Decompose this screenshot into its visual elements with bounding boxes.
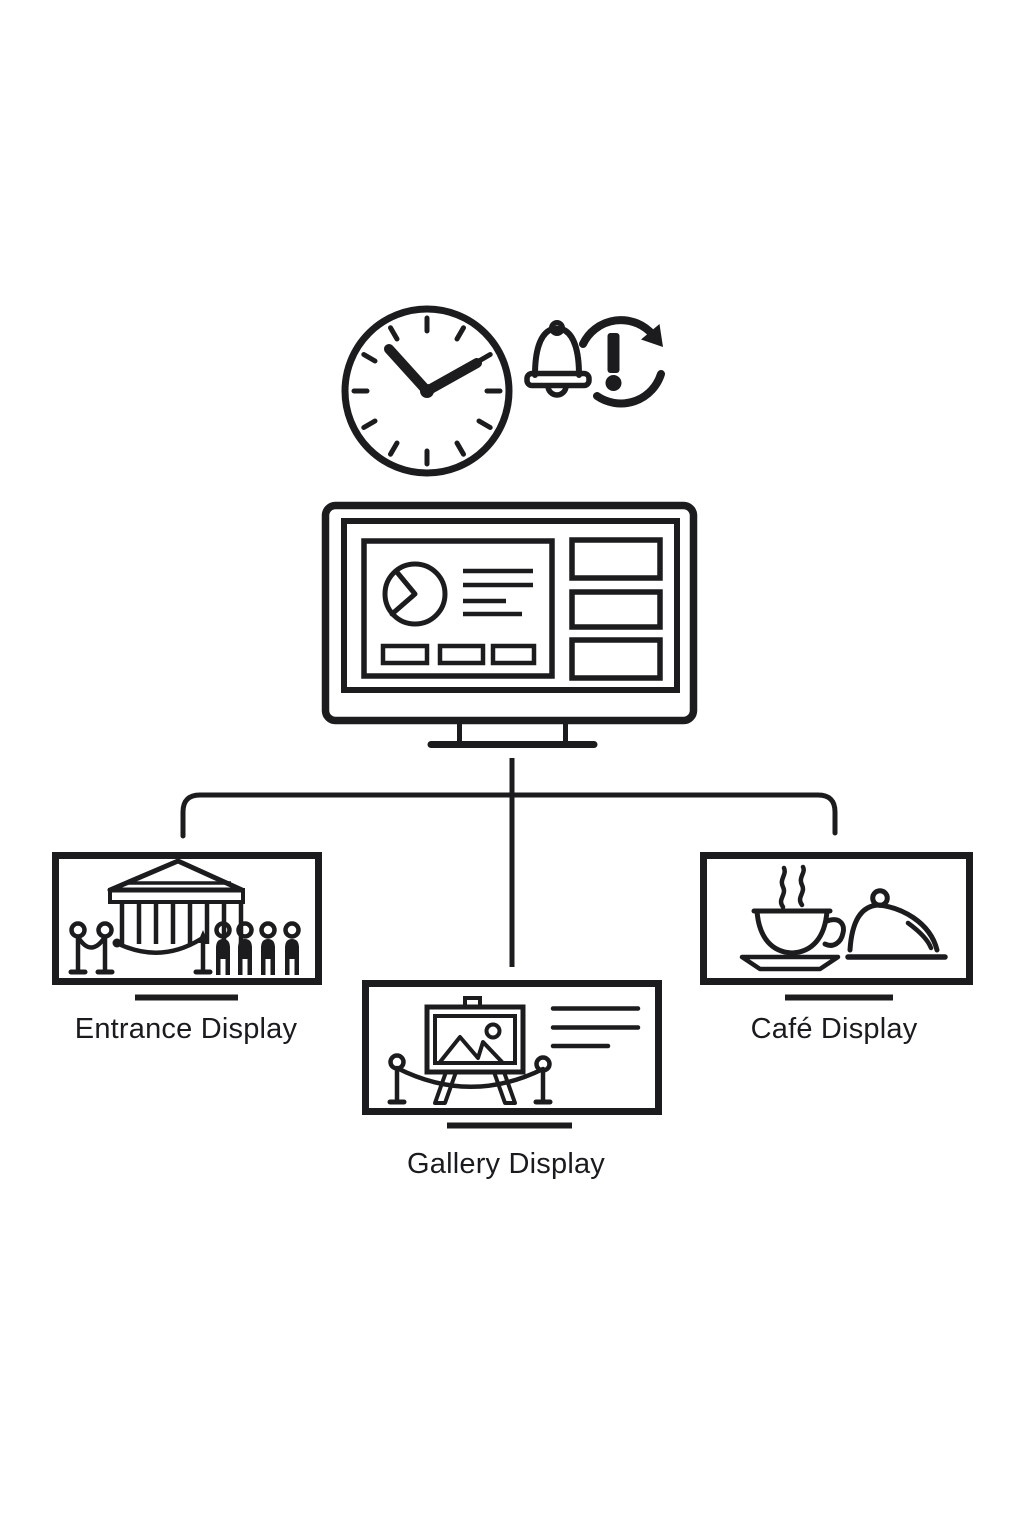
entrance-display-node <box>52 852 322 1001</box>
button-row-widget <box>380 643 537 666</box>
cms-dashboard-monitor-icon <box>321 501 698 748</box>
rope-barrier-icon <box>387 1053 553 1105</box>
stanchion-rope-icon <box>68 921 213 975</box>
cloche-icon <box>845 888 948 960</box>
pie-chart-widget <box>382 561 448 627</box>
connector-branches <box>180 792 838 839</box>
museum-icon <box>107 858 245 944</box>
clock-icon <box>341 305 513 477</box>
dashboard-main-panel <box>361 538 555 679</box>
text-lines-widget <box>463 568 533 617</box>
queue-people-icon <box>214 921 301 975</box>
coffee-cup-icon <box>739 864 846 972</box>
entrance-screen-frame <box>52 852 322 985</box>
cafe-display-node <box>700 852 973 1001</box>
monitor-stand <box>427 723 598 748</box>
cafe-screen-frame <box>700 852 973 985</box>
gallery-display-label: Gallery Display <box>407 1148 605 1180</box>
connector-lines <box>180 758 838 967</box>
gallery-screen-frame <box>362 980 662 1115</box>
monitor-frame <box>321 501 698 725</box>
gallery-display-node <box>362 980 662 1129</box>
easel-artwork-icon <box>424 996 526 1105</box>
dashboard-side-panels <box>569 537 663 681</box>
cafe-display-label: Café Display <box>750 1013 918 1045</box>
gallery-text-lines <box>550 1006 641 1049</box>
scheduler-icons <box>341 305 665 477</box>
entrance-display-label: Entrance Display <box>74 1013 298 1045</box>
notification-bell-icon <box>524 320 592 398</box>
refresh-alert-icon <box>579 316 665 408</box>
